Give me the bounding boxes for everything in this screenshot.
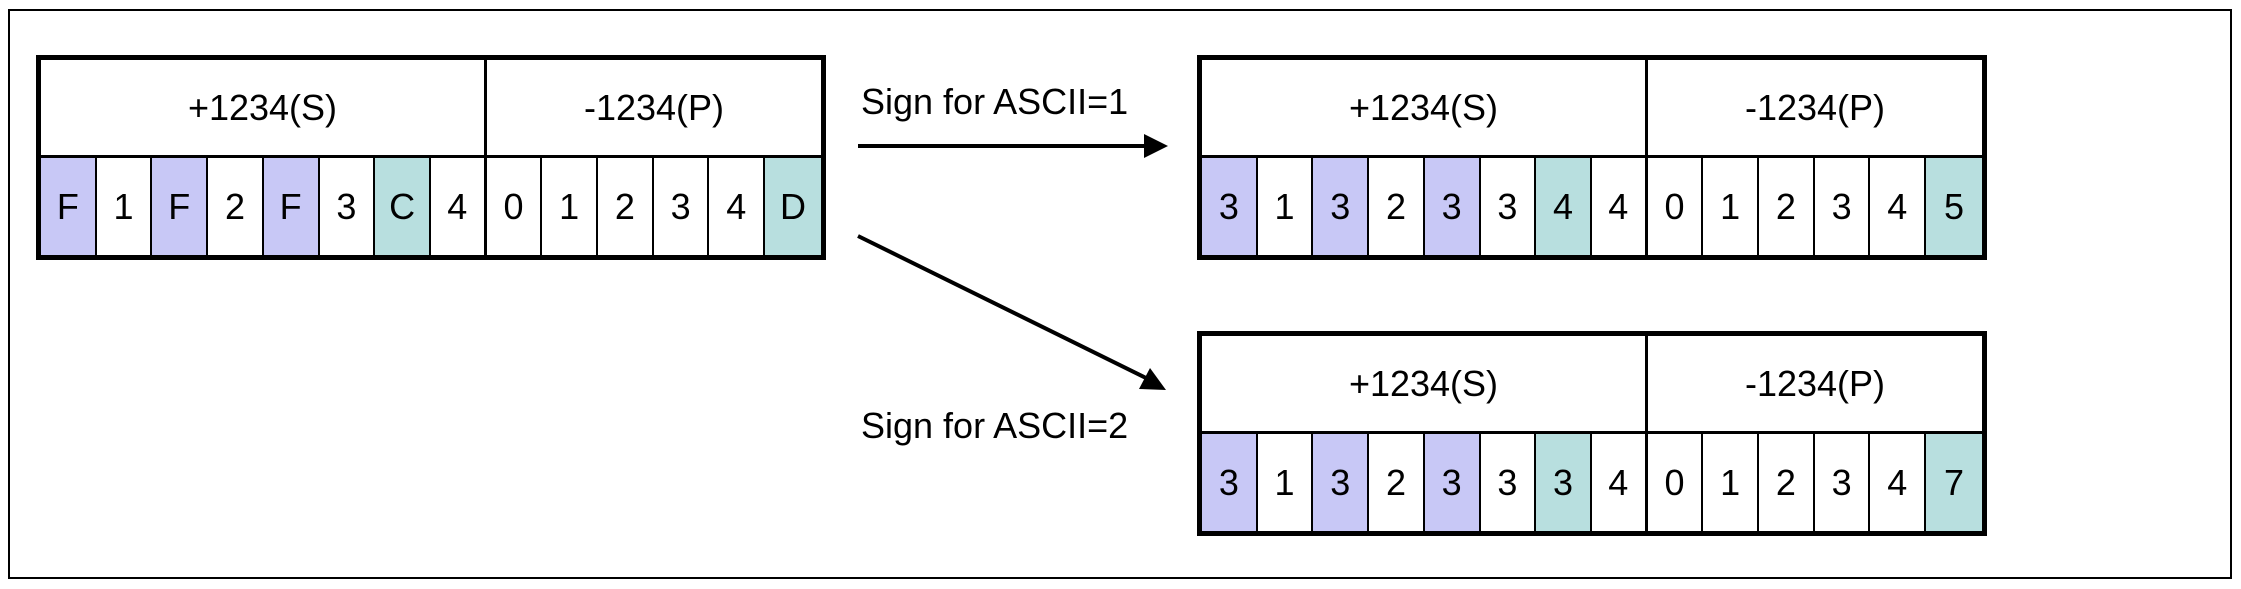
- zone-nibble-cell: F: [152, 158, 209, 255]
- header-positive-signed: +1234(S): [41, 60, 487, 155]
- ascii2-arrow-label: Sign for ASCII=2: [861, 405, 1129, 446]
- digit-cell: 2: [1759, 158, 1815, 255]
- digit-cell: 1: [96, 158, 153, 255]
- digit-cell: 1: [1703, 158, 1760, 255]
- sign-nibble-cell: D: [765, 158, 821, 255]
- table-header-row: +1234(S) -1234(P): [41, 60, 821, 158]
- digit-cell: 3: [1814, 434, 1871, 531]
- ascii1-arrow-label: Sign for ASCII=1: [861, 81, 1129, 122]
- zone-nibble-cell: F: [41, 158, 97, 255]
- digit-cell: 4: [1870, 158, 1927, 255]
- diagram-frame: [8, 9, 2232, 579]
- table-header-row: +1234(S) -1234(P): [1202, 336, 1982, 434]
- zone-nibble-cell: 3: [1202, 434, 1258, 531]
- digit-cell: 3: [1480, 434, 1537, 531]
- digit-cell: 0: [486, 158, 543, 255]
- zone-nibble-cell: 3: [1313, 158, 1370, 255]
- digit-cell: 3: [1814, 158, 1871, 255]
- digit-cell: 0: [1647, 434, 1704, 531]
- zone-nibble-cell: F: [263, 158, 320, 255]
- digit-cell: 2: [208, 158, 264, 255]
- digit-cell: 1: [542, 158, 599, 255]
- header-positive-signed: +1234(S): [1202, 336, 1648, 431]
- header-negative-packed: -1234(P): [1744, 362, 1886, 404]
- digit-cell: 4: [1870, 434, 1927, 531]
- sign-nibble-cell: 3: [1536, 434, 1592, 531]
- digit-cell: 2: [1369, 158, 1425, 255]
- digit-cell: 3: [319, 158, 376, 255]
- digit-cell: 1: [1257, 434, 1314, 531]
- digit-cell: 4: [709, 158, 766, 255]
- digit-cell: 0: [1647, 158, 1704, 255]
- sign-nibble-cell: 7: [1926, 434, 1982, 531]
- digit-cell: 4: [1591, 434, 1648, 531]
- sign-nibble-cell: C: [375, 158, 431, 255]
- sign-nibble-cell: 5: [1926, 158, 1982, 255]
- header-negative-packed: -1234(P): [583, 86, 725, 128]
- digit-cell: 2: [1759, 434, 1815, 531]
- table-header-row: +1234(S) -1234(P): [1202, 60, 1982, 158]
- zone-nibble-cell: 3: [1202, 158, 1258, 255]
- header-positive-signed: +1234(S): [1202, 60, 1648, 155]
- digit-cell: 4: [430, 158, 487, 255]
- arrow-ascii2: [857, 234, 1166, 390]
- header-negative-packed: -1234(P): [1744, 86, 1886, 128]
- zone-nibble-cell: 3: [1424, 434, 1481, 531]
- zone-nibble-cell: 3: [1424, 158, 1481, 255]
- digit-cell: 3: [1480, 158, 1537, 255]
- digit-cell: 2: [598, 158, 654, 255]
- arrow-ascii1: [858, 134, 1168, 158]
- digit-cell: 1: [1703, 434, 1760, 531]
- digit-cell: 4: [1591, 158, 1648, 255]
- zone-nibble-cell: 3: [1313, 434, 1370, 531]
- sign-nibble-cell: 4: [1536, 158, 1592, 255]
- digit-cell: 2: [1369, 434, 1425, 531]
- digit-cell: 1: [1257, 158, 1314, 255]
- digit-cell: 3: [653, 158, 710, 255]
